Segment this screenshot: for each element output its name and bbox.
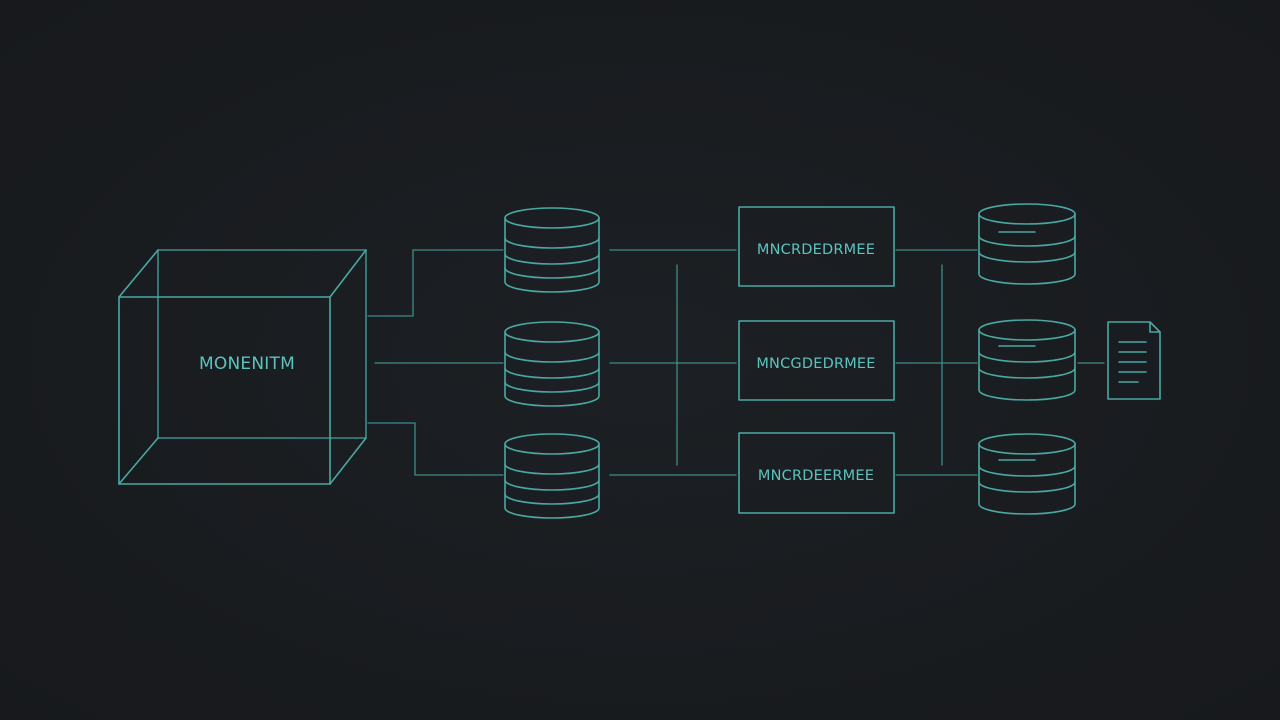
database-ring — [978, 481, 1076, 493]
database-ring — [504, 237, 600, 249]
database-body — [978, 443, 1076, 515]
database-stage2-1 — [978, 203, 1076, 285]
database-icon — [978, 203, 1076, 225]
connector-cube-db3 — [367, 422, 504, 476]
document-outline — [1107, 321, 1161, 400]
connector-cube-db1 — [367, 249, 504, 317]
database-ring — [504, 351, 600, 363]
database-icon — [504, 433, 600, 455]
database-icon — [504, 321, 600, 343]
database-ring — [504, 463, 600, 475]
database-body — [978, 213, 1076, 285]
process-box-2: MNCGDEDRMEE — [738, 320, 895, 401]
process-box-3: MNCRDEERMEE — [738, 432, 895, 514]
database-ring — [978, 251, 1076, 263]
source-label: MONENITM — [199, 354, 295, 374]
document-icon — [1107, 321, 1161, 400]
cube-edge-br — [329, 437, 367, 485]
database-stage1-2 — [504, 321, 600, 407]
database-icon — [978, 319, 1076, 341]
source-cube — [118, 249, 367, 485]
database-stage1-1 — [504, 207, 600, 293]
process-box-1: MNCRDEDRMEE — [738, 206, 895, 287]
process-box-frame — [738, 432, 895, 514]
database-body — [978, 329, 1076, 401]
database-ring — [504, 367, 600, 379]
cube-edge-bl — [118, 437, 159, 485]
process-box-label: MNCRDEDRMEE — [757, 242, 875, 258]
database-ring — [978, 351, 1076, 363]
database-ring — [978, 465, 1076, 477]
connectors-db-to-process — [609, 249, 737, 476]
database-stage2-2 — [978, 319, 1076, 401]
database-ring — [504, 267, 600, 279]
process-box-label: MNCRDEERMEE — [758, 468, 874, 484]
cube-edge-tl — [118, 249, 159, 298]
process-box-frame — [738, 320, 895, 401]
database-ring — [504, 479, 600, 491]
database-body — [504, 217, 600, 293]
cube-edge-tr — [329, 249, 367, 298]
database-ring — [978, 367, 1076, 379]
database-icon — [978, 433, 1076, 455]
database-ring — [504, 381, 600, 393]
database-ring — [504, 253, 600, 265]
connectors-cube-to-db — [367, 249, 504, 476]
database-ring — [504, 493, 600, 505]
document-fold — [1149, 321, 1161, 333]
database-icon — [504, 207, 600, 229]
cube-front-face — [118, 296, 331, 485]
database-ring — [978, 235, 1076, 247]
cube-back-face — [157, 249, 367, 439]
database-stage1-3 — [504, 433, 600, 519]
database-body — [504, 331, 600, 407]
database-body — [504, 443, 600, 519]
process-box-frame — [738, 206, 895, 287]
connectors-process-to-db — [895, 249, 978, 476]
database-stage2-3 — [978, 433, 1076, 515]
process-box-label: MNCGDEDRMEE — [756, 356, 875, 372]
